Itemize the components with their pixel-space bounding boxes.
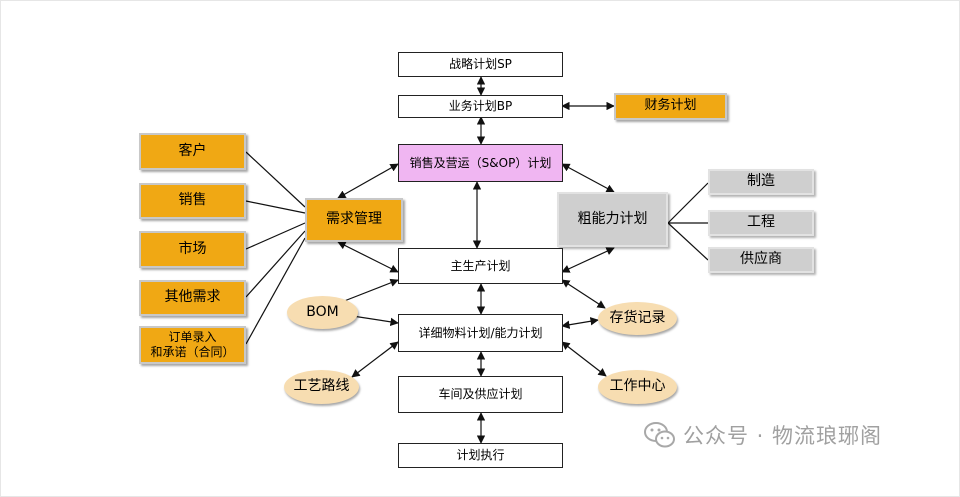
node-master-production: 主生产计划 <box>398 248 563 284</box>
edge-rough-supplier <box>667 222 709 261</box>
node-bom: BOM <box>287 296 358 329</box>
edge-detail-routing <box>351 341 399 378</box>
node-engineering: 工程 <box>708 210 814 236</box>
edge-demand-sop <box>337 163 399 199</box>
edge-mps-inventory <box>561 279 606 309</box>
node-strategic-plan: 战略计划SP <box>398 52 563 77</box>
edge-order-demand <box>245 237 306 345</box>
node-work-center: 工作中心 <box>598 370 677 404</box>
node-other-demand: 其他需求 <box>139 280 246 316</box>
edge-demand-mps <box>337 241 399 273</box>
node-order-entry: 订单录入 和承诺（合同） <box>139 326 246 364</box>
edge-customer-demand <box>245 151 306 208</box>
node-rough-capacity: 粗能力计划 <box>557 192 668 247</box>
node-inventory-records: 存货记录 <box>598 302 677 335</box>
wechat-icon <box>644 422 675 448</box>
node-business-plan: 业务计划BP <box>398 95 563 118</box>
node-shop-supply-plan: 车间及供应计划 <box>398 376 563 413</box>
edge-sop-rough <box>561 163 615 193</box>
node-supplier: 供应商 <box>708 247 814 273</box>
edge-market-demand <box>245 222 306 250</box>
edge-detail-workcenter <box>561 341 607 377</box>
node-demand-management: 需求管理 <box>305 198 403 242</box>
edge-detail-inventory <box>561 317 599 329</box>
edge-mps-rough <box>561 247 615 273</box>
node-financial-plan: 财务计划 <box>614 93 727 120</box>
node-plan-execution: 计划执行 <box>398 443 563 468</box>
node-sop-plan: 销售及营运（S&OP）计划 <box>398 144 563 182</box>
node-manufacturing: 制造 <box>708 169 814 195</box>
edge-sales-demand <box>245 200 306 214</box>
watermark: 公众号 · 物流琅琊阁 <box>643 420 882 450</box>
node-detailed-plan: 详细物料计划/能力计划 <box>398 314 563 352</box>
watermark-text: 公众号 · 物流琅琊阁 <box>683 424 883 448</box>
edge-rough-mfg <box>667 182 709 224</box>
node-customer: 客户 <box>139 133 246 170</box>
order-entry-line1: 订单录入 <box>168 330 217 344</box>
node-sales: 销售 <box>139 183 246 219</box>
node-market: 市场 <box>139 231 246 268</box>
order-entry-line2: 和承诺（合同） <box>150 345 235 359</box>
node-routing: 工艺路线 <box>284 370 359 404</box>
edge-other-demand <box>245 230 306 298</box>
